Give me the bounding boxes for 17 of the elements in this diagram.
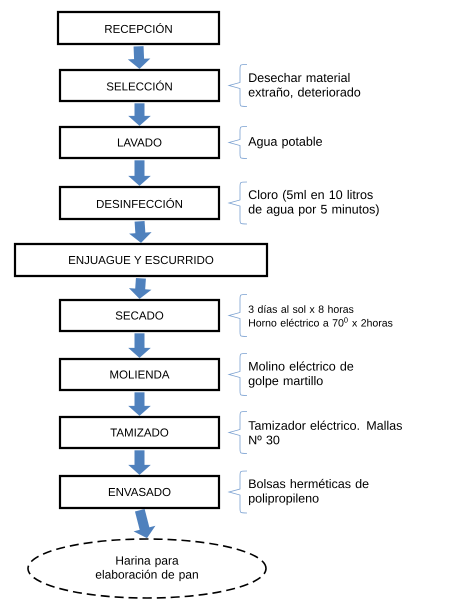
note-text: Desechar material extraño, deteriorado	[248, 72, 360, 98]
note-text: Tamizador eléctrico. Mallas Nº 30	[248, 420, 402, 444]
note-text: Agua potable	[248, 136, 322, 148]
note-text: Bolsas herméticas de polipropileno	[249, 478, 368, 506]
note-text: Cloro (5ml en 10 litros de agua por 5 minutos)	[248, 190, 379, 216]
process-box: RECEPCIÓN	[56, 10, 220, 46]
note-text: Horno eléctrico a 70$^{0}$ x 2horas	[249, 317, 392, 327]
note-text: Molino eléctrico de golpe martillo	[248, 361, 354, 388]
process-box: MOLIENDA	[58, 358, 220, 392]
process-box: LAVADO	[58, 126, 220, 160]
process-box: ENVASADO	[58, 474, 220, 510]
process-box: SELECCIÓN	[58, 68, 220, 102]
process-box: DESINFECCIÓN	[58, 186, 220, 220]
note-text: 3 días al sol x 8 horas	[248, 305, 354, 313]
process-box: ENJUAGUE Y ESCURRIDO	[14, 242, 268, 278]
process-box: TAMIZADO	[58, 416, 220, 450]
process-box: SECADO	[58, 298, 220, 332]
